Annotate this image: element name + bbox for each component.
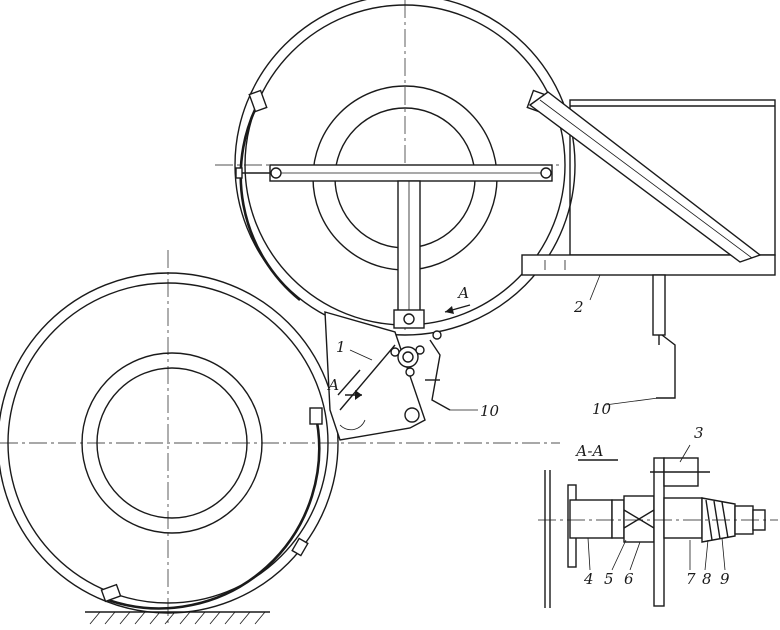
label-3: 3 — [694, 424, 704, 442]
cut-label-a-upper: А — [457, 284, 469, 302]
label-4: 4 — [583, 570, 594, 588]
label-9: 9 — [720, 570, 730, 588]
hopper — [521, 91, 776, 345]
section-detail — [538, 444, 778, 608]
label-5: 5 — [604, 570, 614, 588]
section-title: А-А — [575, 442, 604, 460]
lower-drum — [0, 250, 560, 625]
label-6: 6 — [624, 570, 634, 588]
label-10-right: 10 — [592, 400, 612, 418]
lever-arm-1 — [324, 311, 451, 441]
leader-lines — [349, 274, 659, 411]
ground-hatch — [85, 611, 270, 625]
section-cut-markers — [345, 304, 471, 400]
label-7: 7 — [686, 570, 696, 588]
label-1: 1 — [336, 338, 346, 356]
label-8: 8 — [702, 570, 712, 588]
bracket-10-right — [656, 334, 676, 399]
lever-frame — [235, 164, 553, 329]
cut-label-a-lower: А — [327, 376, 339, 394]
label-2: 2 — [573, 298, 584, 316]
label-10-left: 10 — [480, 402, 500, 420]
